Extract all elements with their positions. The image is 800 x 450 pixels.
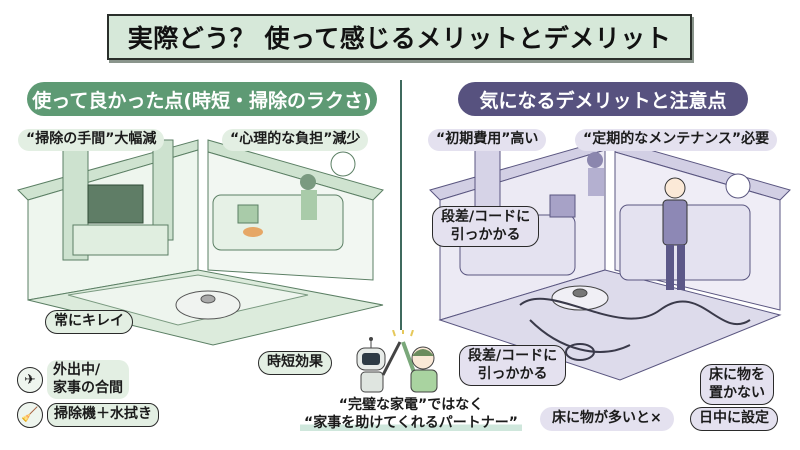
callout-time-saving: 時短効果	[258, 351, 332, 375]
mop-icon: 🧹	[17, 402, 43, 428]
merits-room-illustration	[8, 120, 392, 350]
demerits-header: 気になるデメリットと注意点	[458, 82, 748, 116]
badge-vacuum-mop: 🧹 掃除機＋水拭き	[17, 402, 159, 428]
robot-high-five-illustration	[345, 329, 455, 395]
section-divider	[400, 80, 402, 330]
partner-message: “完璧な家電”ではなく “家事を助けてくれるパートナー”	[296, 396, 526, 432]
living-room-clean-icon	[17, 139, 384, 346]
callout-always-clean: 常にキレイ	[45, 310, 133, 334]
callout-snag-upper: 段差/コードに 引っかかる	[432, 206, 540, 247]
callout-cluttered-floor: 床に物が多いと×	[540, 407, 674, 431]
merits-header: 使って良かった点(時短・掃除のラクさ)	[27, 82, 377, 116]
callout-daytime-schedule: 日中に設定	[690, 407, 778, 431]
callout-snag-lower: 段差/コードに 引っかかる	[459, 345, 567, 386]
callout-cleaning-effort: “掃除の手間”大幅減	[18, 129, 165, 151]
callout-mental-burden: “心理的な負担”減少	[222, 129, 369, 151]
airplane-icon: ✈	[17, 366, 43, 393]
callout-clear-floor: 床に物を 置かない	[700, 364, 774, 405]
callout-maintenance: “定期的なメンテナンス”必要	[575, 129, 778, 151]
callout-initial-cost: “初期費用”高い	[428, 129, 547, 151]
badge-away-time: ✈ 外出中/ 家事の合間	[17, 360, 129, 399]
page-title: 実際どう？ 使って感じるメリットとデメリット	[107, 14, 692, 60]
